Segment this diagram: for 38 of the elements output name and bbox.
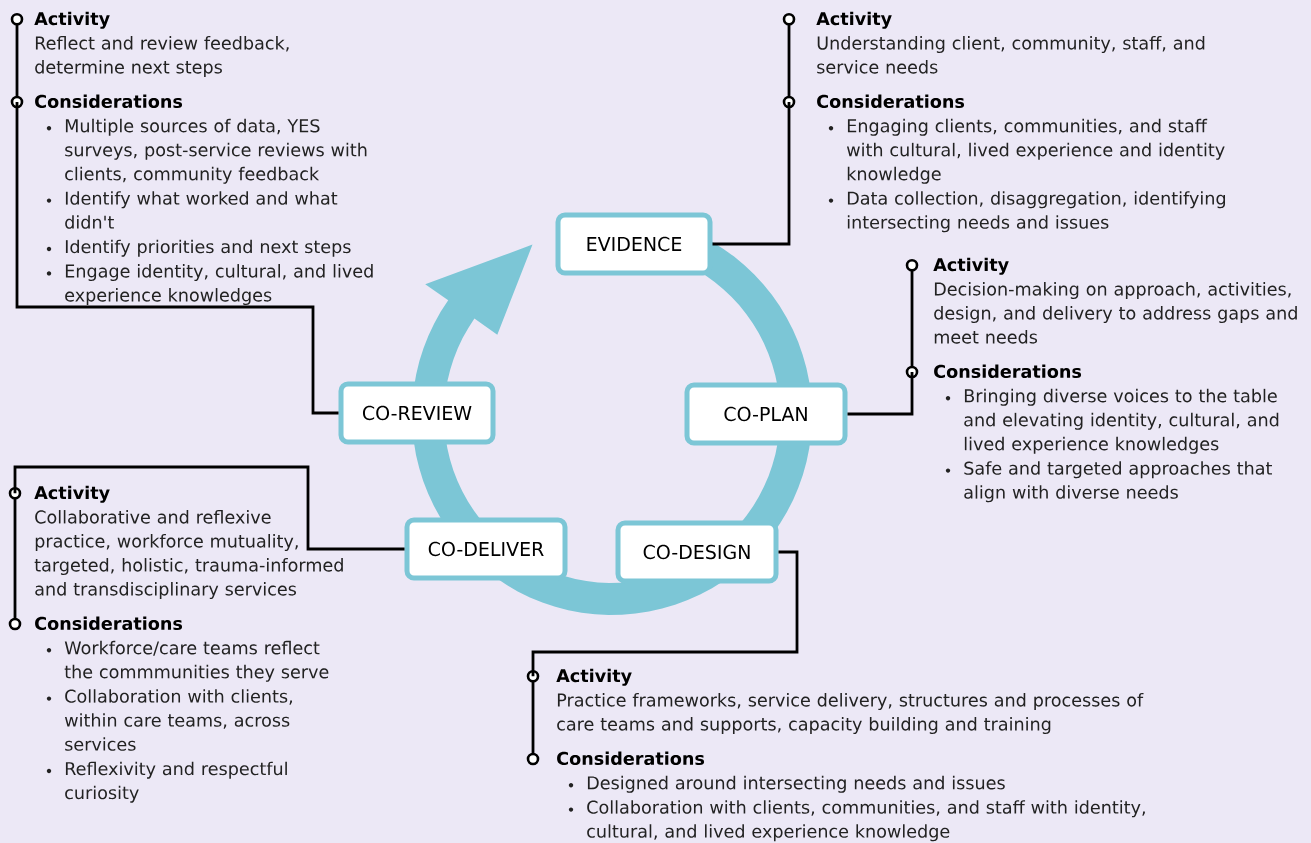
heading: Activity: [34, 485, 110, 503]
heading: Activity: [556, 668, 632, 686]
bullet-item: Workforce/care teams reflect the commmunities they serve: [46, 640, 329, 682]
bullet-item: Designed around intersecting needs and issues: [568, 775, 1005, 793]
heading: Activity: [933, 257, 1009, 275]
stage-box: EVIDENCE: [555, 212, 713, 276]
bullet-item: Collaboration with clients, within care teams, across services: [46, 689, 292, 751]
connector-line: [847, 372, 914, 416]
bullet-item: Engaging clients, communities, and staff with cultural, lived experience and identity knowledge: [828, 118, 1225, 184]
heading: Activity: [34, 11, 110, 29]
description-text: Decision-making on approach, activities, design, and delivery to address gaps and meet needs: [934, 282, 1297, 344]
heading: Activity: [816, 11, 892, 29]
bullet-item: Reflexivity and respectful curiosity: [46, 761, 287, 803]
bullet-item: Multiple sources of data, YES surveys, post-service reviews with clients, community feedback: [46, 118, 367, 184]
bullet-item: Identify priorities and next steps: [46, 239, 351, 257]
description-text: Understanding client, community, staff, and service needs: [817, 36, 1205, 74]
heading: Considerations: [35, 616, 183, 631]
description-text: Collaborative and reflexive practice, workforce mutuality, targeted, holistic, trauma-informed and transdisciplinary services: [34, 510, 343, 600]
connector-line: [15, 102, 339, 415]
description-text: Practice frameworks, service delivery, structures and processes of care teams and supports, capacity building and training: [557, 693, 1144, 735]
stage-box: CO-DESIGN: [615, 520, 779, 584]
heading: Considerations: [934, 364, 1082, 379]
bullet-item: Safe and targeted approaches that align with diverse needs: [945, 461, 1272, 503]
bullet-item: Bringing diverse voices to the table and elevating identity, cultural, and lived experience knowledges: [945, 388, 1279, 454]
stage-box: CO-DELIVER: [404, 517, 568, 581]
heading: Considerations: [35, 94, 183, 109]
bullet-item: Identify what worked and what didn't: [46, 191, 338, 229]
connector-line: [531, 550, 799, 677]
bullet-item: Data collection, disaggregation, identifying intersecting needs and issues: [828, 191, 1225, 233]
connector-line: [13, 465, 405, 551]
bullet-item: Collaboration with clients, communities, and staff with identity, cultural, and lived experience knowledge: [568, 800, 1145, 842]
stage-box: CO-REVIEW: [338, 381, 496, 445]
description-text: Reflect and review feedback, determine next steps: [35, 36, 289, 78]
heading: Considerations: [557, 751, 705, 766]
stage-box: CO-PLAN: [684, 382, 848, 446]
heading: Considerations: [817, 94, 965, 109]
connector-line: [712, 102, 791, 246]
bullet-item: Engage identity, cultural, and lived experience knowledges: [46, 264, 373, 306]
